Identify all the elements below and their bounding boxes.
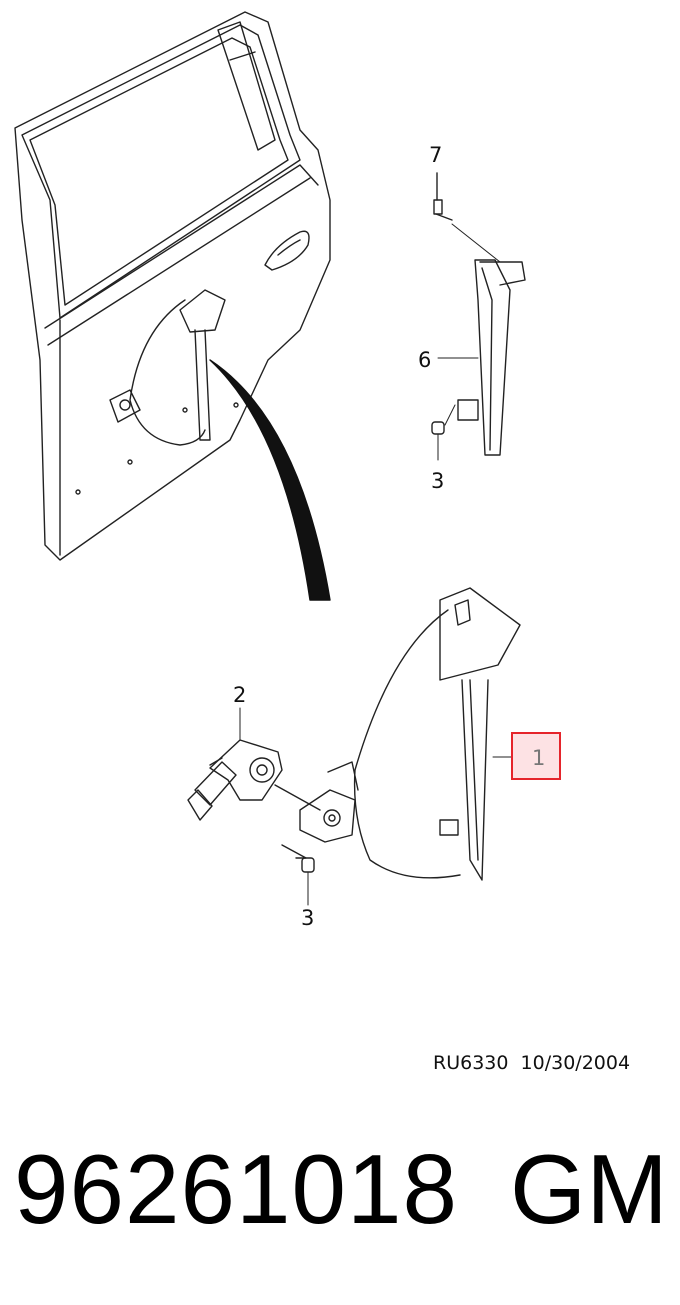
channel-part-6	[437, 259, 526, 456]
detail-pointer	[209, 359, 331, 601]
part-number: 96261018	[14, 1134, 459, 1244]
callout-6: 6	[418, 348, 432, 372]
callout-7: 7	[429, 143, 443, 167]
diagram-reference: RU6330 10/30/2004	[433, 1052, 631, 1074]
motor-part-2	[187, 707, 321, 821]
callout-1: 1	[532, 746, 546, 770]
exploded-parts-diagram	[14, 11, 526, 906]
callout-3-upper: 3	[431, 469, 445, 493]
callout-2: 2	[233, 683, 247, 707]
nut-part-3-lower	[281, 844, 315, 906]
callout-1-highlight: 1	[511, 732, 561, 780]
rear-door-illustration	[14, 11, 331, 561]
regulator-part-1	[299, 587, 521, 881]
bolt-part-7	[433, 172, 501, 263]
callout-3-lower: 3	[301, 906, 315, 930]
brand-label: GM	[510, 1134, 668, 1244]
nut-part-3-upper	[431, 421, 445, 461]
